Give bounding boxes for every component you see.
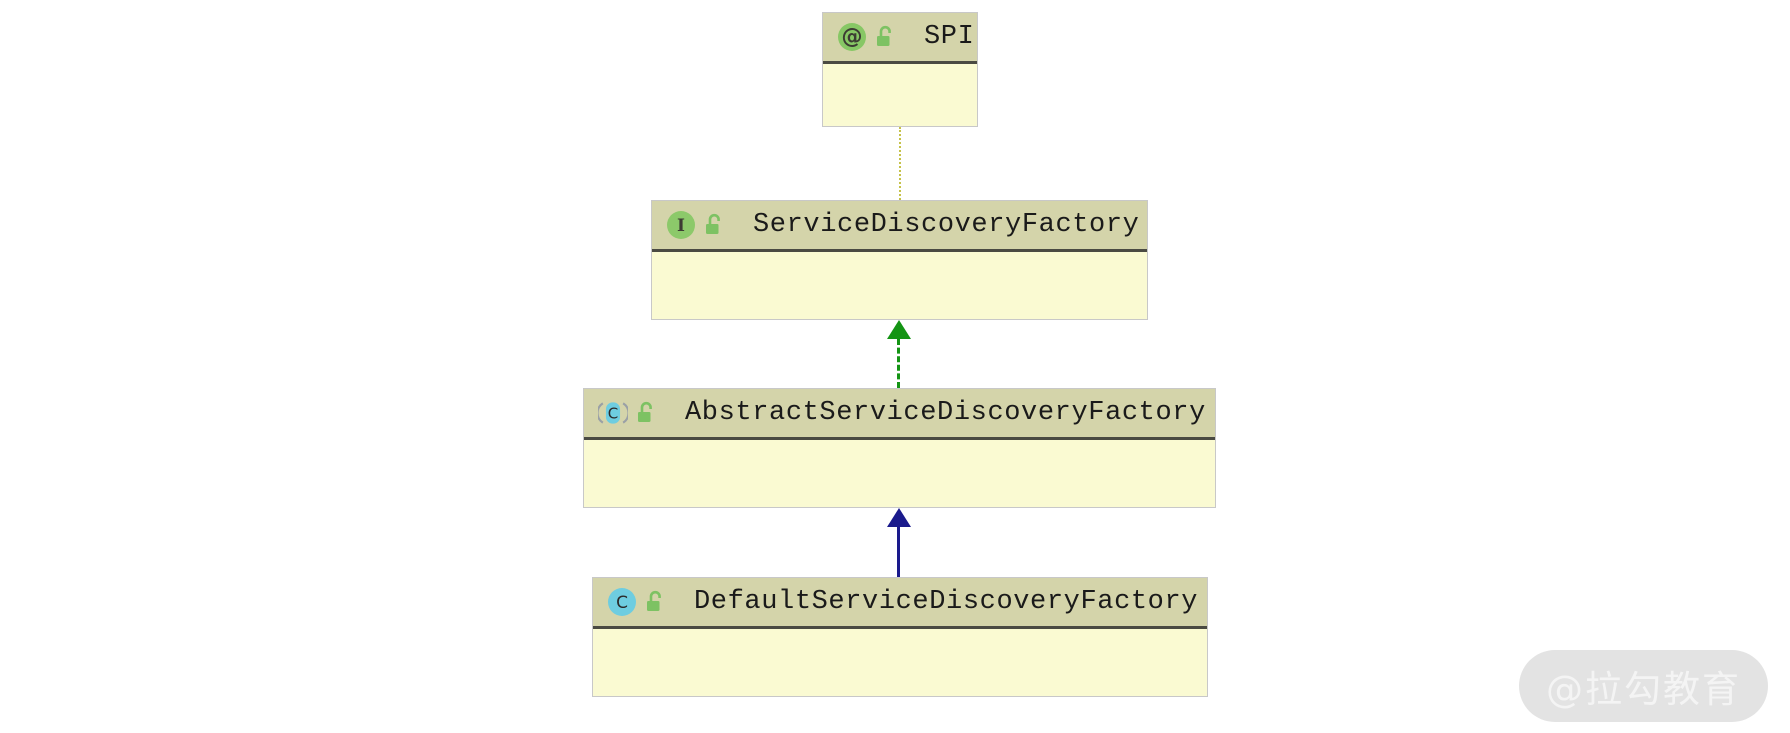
class-c-icon: C [607, 587, 637, 617]
watermark: @拉勾教育 [1519, 650, 1768, 722]
watermark-label: @拉勾教育 [1546, 668, 1741, 711]
uml-node-title: AbstractServiceDiscoveryFactory [685, 398, 1206, 428]
svg-text:I: I [677, 216, 685, 236]
uml-node-members [593, 629, 1207, 695]
uml-node-header: C DefaultServiceDiscoveryFactory [593, 578, 1207, 629]
uml-node-default-service-discovery-factory[interactable]: C DefaultServiceDiscoveryFactory [592, 577, 1208, 697]
icon-cluster: @ [837, 22, 896, 52]
public-unlocked-padlock-icon [644, 590, 666, 614]
public-unlocked-padlock-icon [703, 213, 725, 237]
uml-node-header: I ServiceDiscoveryFactory [652, 201, 1147, 252]
icon-cluster: C [607, 587, 666, 617]
public-unlocked-padlock-icon [874, 25, 896, 49]
edge-realization-arrowhead [887, 320, 911, 339]
uml-node-spi[interactable]: @ SPI [822, 12, 978, 127]
edge-generalization-line [897, 527, 900, 577]
svg-text:@: @ [842, 25, 863, 49]
uml-node-abstract-service-discovery-factory[interactable]: C AbstractServiceDiscoveryFactory [583, 388, 1216, 508]
edge-annotation-line [899, 127, 901, 200]
uml-node-members [652, 252, 1147, 318]
uml-node-members [823, 64, 977, 125]
abstract-class-c-icon: C [598, 398, 628, 428]
uml-node-title: SPI [924, 22, 975, 52]
annotation-at-icon: @ [837, 22, 867, 52]
uml-node-header: @ SPI [823, 13, 977, 64]
public-unlocked-padlock-icon [635, 401, 657, 425]
uml-node-service-discovery-factory[interactable]: I ServiceDiscoveryFactory [651, 200, 1148, 320]
icon-cluster: I [666, 210, 725, 240]
uml-node-header: C AbstractServiceDiscoveryFactory [584, 389, 1215, 440]
uml-node-members [584, 440, 1215, 506]
interface-i-icon: I [666, 210, 696, 240]
svg-text:C: C [616, 593, 628, 613]
uml-node-title: ServiceDiscoveryFactory [753, 210, 1140, 240]
edge-generalization-arrowhead [887, 508, 911, 527]
icon-cluster: C [598, 398, 657, 428]
svg-text:C: C [608, 404, 618, 422]
uml-node-title: DefaultServiceDiscoveryFactory [694, 587, 1199, 617]
edge-realization-line [897, 339, 900, 388]
